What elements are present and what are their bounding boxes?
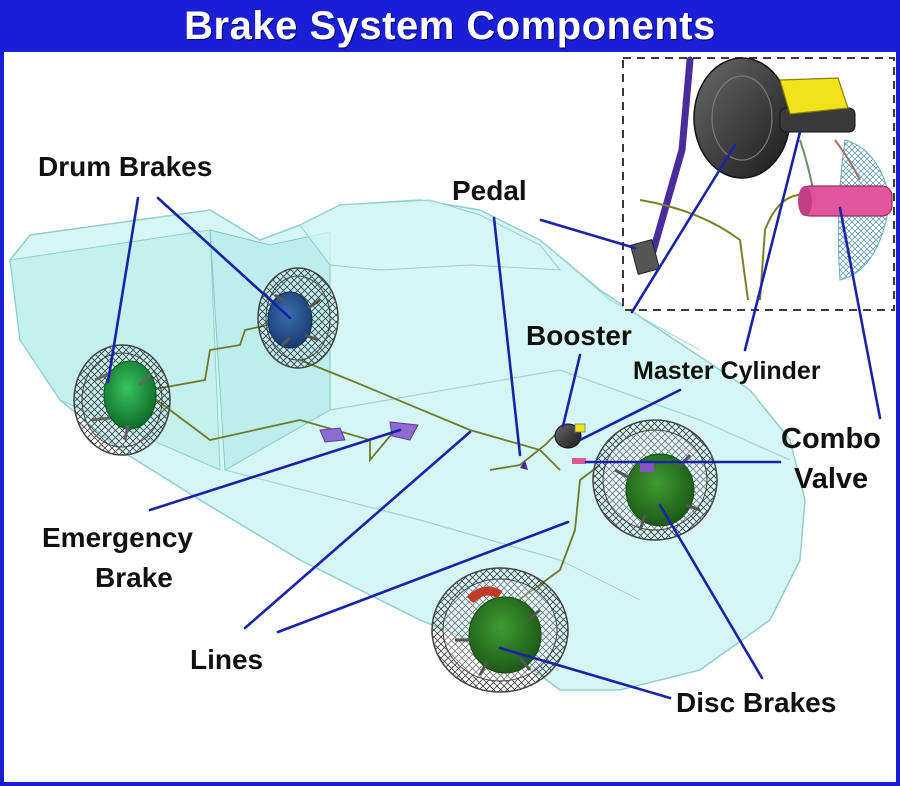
rear-left-drum-brake [73, 344, 171, 456]
pedal-booster-assembly [520, 423, 586, 470]
rear-right-drum-brake [257, 267, 339, 369]
front-right-disc-brake [592, 419, 718, 541]
page-title: Brake System Components [184, 3, 716, 48]
label-lines: Lines [190, 644, 263, 675]
inset-detail [622, 56, 895, 311]
component-labels: Drum Brakes Pedal Booster Master Cylinde… [38, 151, 881, 718]
label-emergency-brake-line2: Brake [95, 562, 173, 593]
label-combo-valve-line1: Combo [781, 423, 881, 455]
label-pedal: Pedal [452, 175, 527, 206]
label-booster: Booster [526, 320, 632, 351]
label-disc-brakes: Disc Brakes [676, 687, 836, 718]
label-master-cylinder: Master Cylinder [633, 357, 821, 385]
leader-lines [106, 130, 882, 700]
emergency-brake-parts [319, 421, 419, 443]
title-bar: Brake System Components [0, 0, 900, 52]
label-emergency-brake-line1: Emergency [42, 522, 193, 553]
front-left-disc-brake [431, 567, 569, 693]
label-drum-brakes: Drum Brakes [38, 151, 212, 182]
label-combo-valve-line2: Valve [794, 463, 868, 495]
